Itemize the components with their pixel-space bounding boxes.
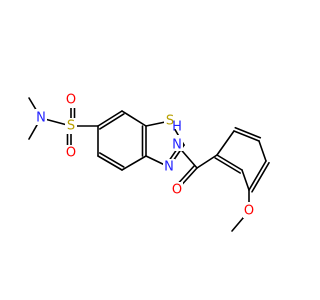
bond-co-r1 bbox=[196, 154, 218, 169]
bond-r6-r1 bbox=[216, 130, 235, 156]
atom-o-sulfonyl-bottom: O bbox=[65, 145, 77, 161]
bond-b2-b3 bbox=[121, 110, 147, 127]
atom-label-o-carbonyl: O bbox=[172, 183, 182, 198]
atom-o-methoxy: O bbox=[243, 202, 255, 219]
bond-r5-r6 bbox=[233, 130, 260, 142]
bond-b5-b6-second bbox=[98, 152, 125, 168]
atom-label-nh-amide: N bbox=[172, 138, 182, 153]
bond-r4-r5 bbox=[258, 140, 267, 162]
atom-s-sulfonyl: S bbox=[65, 118, 77, 134]
bond-b1-b2-second bbox=[99, 113, 125, 130]
bond-r3-r4-second bbox=[251, 161, 270, 193]
atom-label-o-methoxy: O bbox=[244, 204, 254, 219]
atom-nh-amide: N H bbox=[171, 120, 183, 153]
bond-r3-r4 bbox=[248, 160, 267, 191]
atom-o-carbonyl: O bbox=[171, 182, 183, 198]
atom-label-n-thiazole: N bbox=[164, 160, 174, 175]
atom-label-o-sulfonyl-bottom: O bbox=[66, 146, 76, 161]
bond-b1-b2 bbox=[97, 110, 123, 127]
bond-b4-b5 bbox=[121, 155, 147, 171]
atom-o-sulfonyl-top: O bbox=[65, 92, 77, 108]
atom-s-thiazole: S bbox=[164, 113, 176, 129]
bonds bbox=[28, 97, 270, 232]
bond-r1-r2-second bbox=[214, 157, 241, 174]
atom-n-thiazole: N bbox=[163, 159, 175, 175]
bond-r2-r3 bbox=[241, 169, 250, 191]
atom-label-s-sulfonyl: S bbox=[67, 119, 75, 134]
atom-label-o-sulfonyl-top: O bbox=[66, 93, 76, 108]
atom-n-amine: N bbox=[35, 109, 47, 126]
bond-r5-r6-second bbox=[234, 126, 262, 139]
molecule-structure: N S O O S N N H O bbox=[28, 92, 270, 232]
bond-b5-b6 bbox=[97, 155, 123, 171]
atom-labels: N S O O S N N H O bbox=[35, 92, 255, 219]
bond-r1-r2 bbox=[216, 154, 243, 171]
atom-label-n-amine: N bbox=[36, 111, 46, 126]
atom-label-h-amide: H bbox=[172, 120, 182, 135]
atom-label-s-thiazole: S bbox=[166, 114, 174, 129]
